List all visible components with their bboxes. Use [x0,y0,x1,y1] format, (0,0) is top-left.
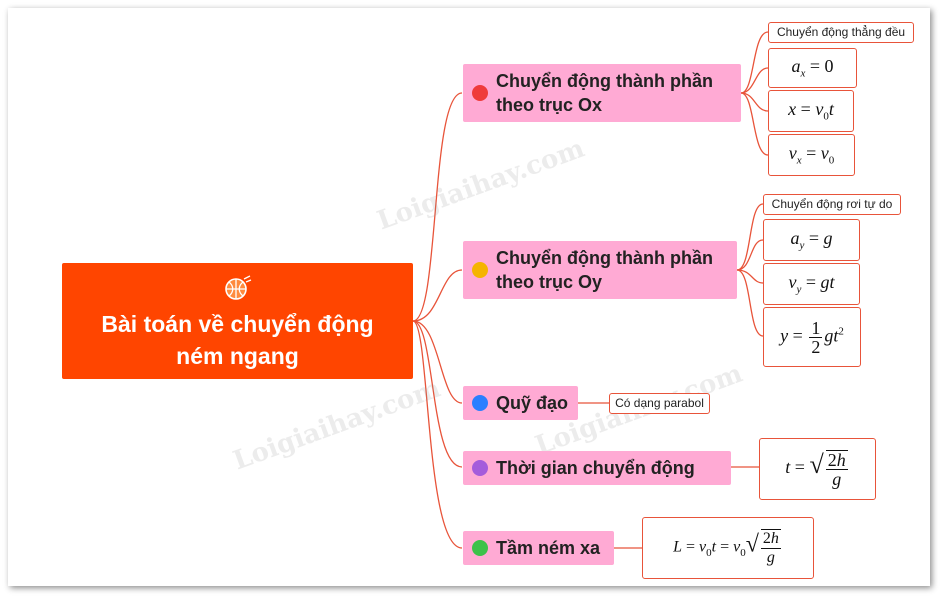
connector-root-time [412,320,463,468]
branch-ox-line2: theo trục Ox [496,95,603,115]
connector-root-quydao [412,320,463,404]
branch-range-label: Tầm ném xa [496,538,601,558]
branch-range[interactable]: Tầm ném xa [463,531,614,565]
connector-root-oy [412,269,463,322]
formula-vy[interactable]: vy = gt [763,263,860,305]
branch-oy[interactable]: Chuyển động thành phần theo trục Oy [463,241,737,299]
note-ox[interactable]: Chuyển động thẳng đều [768,22,914,43]
formula-x[interactable]: x = v0t [768,90,854,132]
formula-ax[interactable]: ax = 0 [768,48,857,88]
red-dot-icon [472,85,488,101]
formula-ay[interactable]: ay = g [763,219,860,261]
branch-trajectory-label: Quỹ đạo [496,393,569,413]
root-node[interactable]: Bài toán về chuyển động ném ngang [62,263,413,379]
branch-time[interactable]: Thời gian chuyển động [463,451,731,485]
formula-vx[interactable]: vx = v0 [768,134,855,176]
branch-time-label: Thời gian chuyển động [496,458,695,478]
basketball-icon [225,275,252,300]
yellow-dot-icon [472,262,488,278]
root-title: Bài toán về chuyển động ném ngang [62,308,413,372]
branch-trajectory[interactable]: Quỹ đạo [463,386,578,420]
green-dot-icon [472,540,488,556]
branch-oy-line2: theo trục Oy [496,272,603,292]
branch-ox[interactable]: Chuyển động thành phần theo trục Ox [463,64,741,122]
branch-ox-line1: Chuyển động thành phần [496,71,713,91]
blue-dot-icon [472,395,488,411]
branch-oy-line1: Chuyển động thành phần [496,248,713,268]
note-trajectory[interactable]: Có dạng parabol [609,393,710,414]
connector-root-range [412,320,463,549]
connector-root-ox [412,92,463,322]
root-title-line1: Bài toán về chuyển động [101,311,374,337]
purple-dot-icon [472,460,488,476]
root-title-line2: ném ngang [176,343,299,369]
note-oy[interactable]: Chuyển động rơi tự do [763,194,901,215]
